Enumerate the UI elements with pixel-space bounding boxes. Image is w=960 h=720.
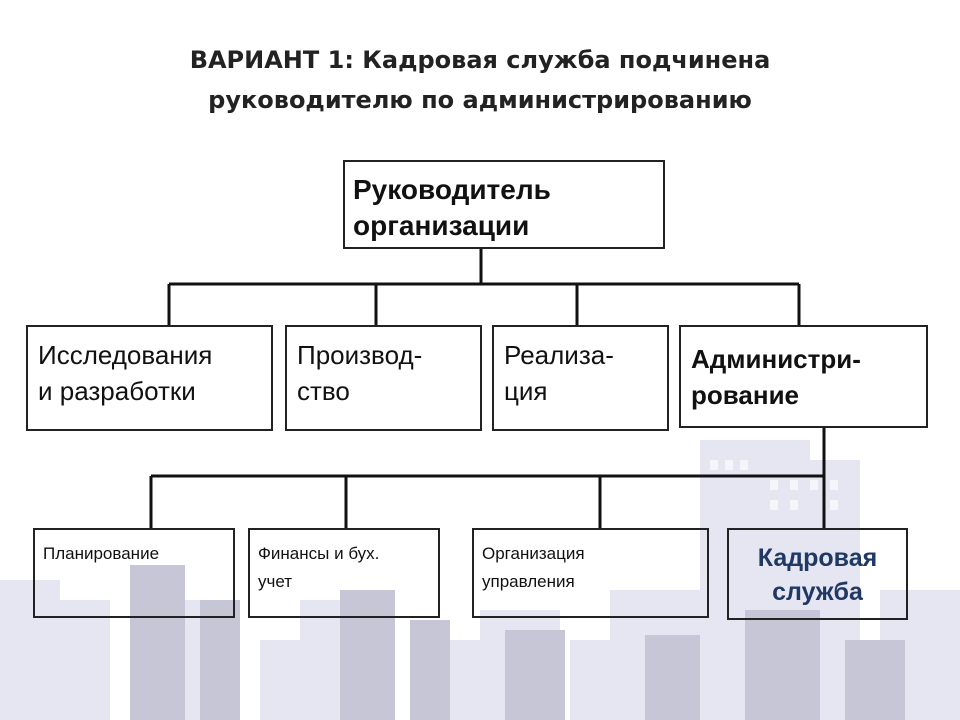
box-sales: Реализа- ция xyxy=(492,325,669,431)
page-title: ВАРИАНТ 1: Кадровая служба подчинена рук… xyxy=(0,40,960,120)
box-planning: Планирование xyxy=(33,528,235,618)
box-administration: Администри- рование xyxy=(679,325,928,428)
box-organization-head: Руководитель организации xyxy=(343,160,665,249)
box-production: Производ- ство xyxy=(285,325,482,431)
box-research-line2: и разработки xyxy=(38,376,196,406)
box-production-line2: ство xyxy=(297,376,350,406)
box-organization-head-line2: организации xyxy=(353,210,530,241)
page-title-line1: ВАРИАНТ 1: Кадровая служба подчинена xyxy=(189,46,771,74)
box-administration-line1: Администри- xyxy=(691,344,861,374)
box-management-line1: Организация xyxy=(482,544,585,563)
box-hr-service-line2: служба xyxy=(772,578,863,606)
box-organization-head-line1: Руководитель xyxy=(353,174,551,205)
box-research-development: Исследования и разработки xyxy=(26,325,273,431)
box-administration-line2: рование xyxy=(691,380,800,410)
box-management-line2: управления xyxy=(482,572,575,591)
box-finance-accounting: Финансы и бух. учет xyxy=(248,528,440,618)
box-sales-line1: Реализа- xyxy=(504,340,614,370)
box-production-line1: Производ- xyxy=(297,340,423,370)
box-finance-line2: учет xyxy=(258,572,293,591)
box-management-organization: Организация управления xyxy=(472,528,709,618)
box-hr-service: Кадровая служба xyxy=(727,528,908,620)
box-hr-service-line1: Кадровая xyxy=(757,544,878,572)
box-sales-line2: ция xyxy=(504,376,548,406)
box-planning-line1: Планирование xyxy=(43,544,160,563)
box-finance-line1: Финансы и бух. xyxy=(258,544,380,563)
page-title-line2: руководителю по администрированию xyxy=(208,86,752,114)
box-research-line1: Исследования xyxy=(38,340,213,370)
